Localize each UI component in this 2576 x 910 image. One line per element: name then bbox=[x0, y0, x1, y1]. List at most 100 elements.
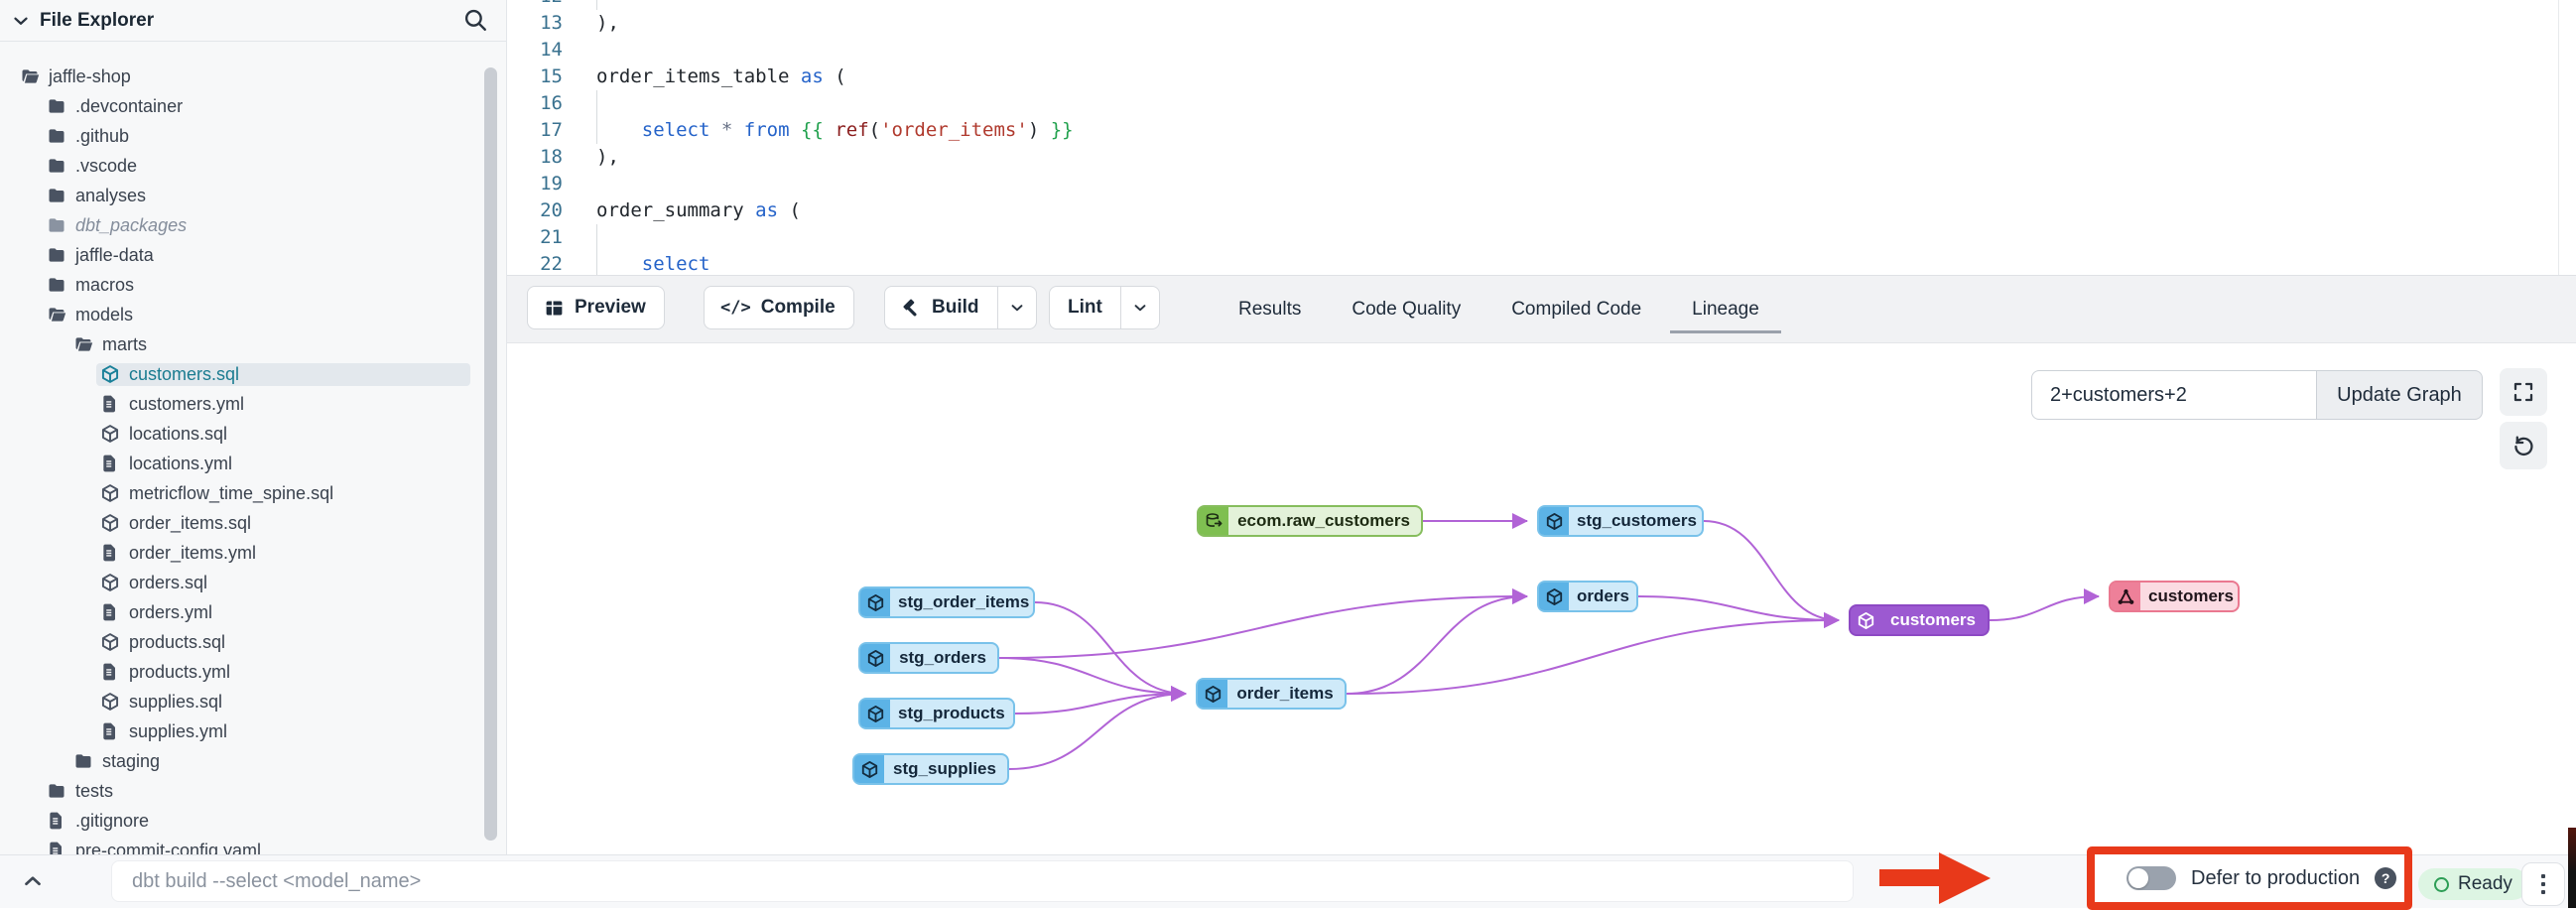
lineage-node-stg_products[interactable]: stg_products bbox=[858, 698, 1015, 729]
code-line-22[interactable]: 22 select bbox=[507, 251, 2576, 275]
reset-icon bbox=[2512, 434, 2535, 457]
command-input[interactable] bbox=[111, 860, 1854, 902]
lineage-node-customers[interactable]: customers bbox=[1849, 604, 1990, 636]
tree-item-pre-commit-config-yaml[interactable]: pre-commit-config.yaml bbox=[0, 836, 506, 854]
search-icon[interactable] bbox=[462, 7, 488, 33]
tree-item-label: .vscode bbox=[75, 155, 138, 176]
lineage-node-orders[interactable]: orders bbox=[1537, 581, 1638, 612]
lint-button[interactable]: Lint bbox=[1049, 286, 1160, 329]
lineage-node-order_items[interactable]: order_items bbox=[1196, 678, 1347, 710]
tree-item-locations-sql[interactable]: locations.sql bbox=[0, 419, 506, 449]
fullscreen-button[interactable] bbox=[2500, 368, 2547, 416]
node-label: stg_supplies bbox=[893, 759, 996, 778]
edge-stg_orders-to-order_items bbox=[998, 657, 1187, 702]
editor-toolbar: Preview </> Compile Build Lint Results Co… bbox=[507, 276, 2576, 343]
status-circle-icon bbox=[2434, 876, 2449, 892]
lineage-selector-input[interactable] bbox=[2031, 370, 2317, 420]
tree-item-staging[interactable]: staging bbox=[0, 746, 506, 776]
build-button[interactable]: Build bbox=[884, 286, 1037, 329]
folder-icon bbox=[47, 96, 66, 116]
indent-guide bbox=[596, 251, 597, 275]
tree-item-tests[interactable]: tests bbox=[0, 776, 506, 806]
overflow-menu-button[interactable] bbox=[2521, 862, 2565, 906]
tree-item-order-items-yml[interactable]: order_items.yml bbox=[0, 538, 506, 568]
tree-item-jaffle-shop[interactable]: jaffle-shop bbox=[0, 62, 506, 91]
file-tree-scrollbar[interactable] bbox=[484, 67, 497, 841]
grid-icon bbox=[544, 298, 565, 319]
code-line-16[interactable]: 16 bbox=[507, 90, 2576, 117]
lineage-node-stg_customers[interactable]: stg_customers bbox=[1537, 505, 1704, 537]
model-cube-icon bbox=[1198, 680, 1227, 708]
line-number: 15 bbox=[540, 65, 563, 87]
tree-item-customers-yml[interactable]: customers.yml bbox=[0, 389, 506, 419]
tab-lineage[interactable]: Lineage bbox=[1670, 298, 1781, 333]
chevron-up-icon[interactable] bbox=[20, 868, 46, 894]
tree-item--github[interactable]: .github bbox=[0, 121, 506, 151]
code-line-19[interactable]: 19 bbox=[507, 171, 2576, 197]
code-line-13[interactable]: 13), bbox=[507, 10, 2576, 37]
tree-item--devcontainer[interactable]: .devcontainer bbox=[0, 91, 506, 121]
update-graph-button[interactable]: Update Graph bbox=[2316, 370, 2483, 420]
tree-item-supplies-sql[interactable]: supplies.sql bbox=[0, 687, 506, 716]
code-line-12[interactable]: 12 bbox=[507, 0, 2576, 10]
tab-compiled-code[interactable]: Compiled Code bbox=[1511, 298, 1642, 320]
line-content: select * from {{ ref('order_items') }} bbox=[641, 119, 1074, 141]
code-line-18[interactable]: 18), bbox=[507, 144, 2576, 171]
lineage-node-stg_order_items[interactable]: stg_order_items bbox=[858, 586, 1035, 618]
tree-item-dbt-packages[interactable]: dbt_packages bbox=[0, 210, 506, 240]
line-number: 19 bbox=[540, 173, 563, 195]
edge-stg_customers-to-customers bbox=[1703, 520, 1840, 628]
line-number: 13 bbox=[540, 12, 563, 34]
line-number: 18 bbox=[540, 146, 563, 168]
ready-status-badge: Ready bbox=[2418, 868, 2528, 900]
code-line-14[interactable]: 14 bbox=[507, 37, 2576, 64]
tree-item-orders-sql[interactable]: orders.sql bbox=[0, 568, 506, 597]
preview-button[interactable]: Preview bbox=[527, 286, 665, 329]
tree-item-metricflow-time-spine-sql[interactable]: metricflow_time_spine.sql bbox=[0, 478, 506, 508]
tree-item-customers-sql[interactable]: customers.sql bbox=[0, 359, 506, 389]
file-explorer-panel: File Explorer jaffle-shop.devcontainer.g… bbox=[0, 0, 507, 854]
edge-order_items-to-orders bbox=[1346, 588, 1528, 695]
tree-item-macros[interactable]: macros bbox=[0, 270, 506, 300]
lineage-node-stg_supplies[interactable]: stg_supplies bbox=[852, 753, 1009, 785]
lineage-node-stg_orders[interactable]: stg_orders bbox=[858, 642, 999, 674]
edge-stg_orders-to-orders bbox=[998, 588, 1528, 659]
tree-item-orders-yml[interactable]: orders.yml bbox=[0, 597, 506, 627]
help-icon[interactable]: ? bbox=[2375, 867, 2397, 889]
build-dropdown-button[interactable] bbox=[996, 287, 1036, 328]
tree-item-products-sql[interactable]: products.sql bbox=[0, 627, 506, 657]
folder-icon bbox=[47, 215, 66, 235]
tree-item-products-yml[interactable]: products.yml bbox=[0, 657, 506, 687]
tree-item-analyses[interactable]: analyses bbox=[0, 181, 506, 210]
lint-dropdown-button[interactable] bbox=[1119, 287, 1159, 328]
tree-item--gitignore[interactable]: .gitignore bbox=[0, 806, 506, 836]
tab-results[interactable]: Results bbox=[1238, 298, 1302, 320]
annotation-arrow bbox=[1879, 869, 1941, 886]
node-label: stg_customers bbox=[1577, 511, 1697, 530]
compile-button[interactable]: </> Compile bbox=[704, 286, 854, 329]
reset-view-button[interactable] bbox=[2500, 422, 2547, 469]
tree-item-marts[interactable]: marts bbox=[0, 329, 506, 359]
lineage-node-customers_exposure[interactable]: customers bbox=[2109, 581, 2240, 612]
chevron-down-icon[interactable] bbox=[10, 10, 32, 32]
model-cube-icon bbox=[100, 424, 120, 444]
tree-item-order-items-sql[interactable]: order_items.sql bbox=[0, 508, 506, 538]
code-line-17[interactable]: 17 select * from {{ ref('order_items') }… bbox=[507, 117, 2576, 144]
tree-item-supplies-yml[interactable]: supplies.yml bbox=[0, 716, 506, 746]
code-line-21[interactable]: 21 bbox=[507, 224, 2576, 251]
tree-item-locations-yml[interactable]: locations.yml bbox=[0, 449, 506, 478]
file-explorer-title: File Explorer bbox=[40, 9, 155, 31]
defer-to-production-toggle[interactable] bbox=[2126, 866, 2176, 890]
tree-item-models[interactable]: models bbox=[0, 300, 506, 329]
tree-item-label: analyses bbox=[75, 185, 147, 205]
ready-label: Ready bbox=[2458, 873, 2512, 894]
lineage-node-ecom_raw_customers[interactable]: ecom.raw_customers bbox=[1197, 505, 1423, 537]
tree-item--vscode[interactable]: .vscode bbox=[0, 151, 506, 181]
tree-item-jaffle-data[interactable]: jaffle-data bbox=[0, 240, 506, 270]
tab-code-quality[interactable]: Code Quality bbox=[1352, 298, 1462, 320]
preview-button-label: Preview bbox=[575, 297, 646, 318]
edge-stg_products-to-order_items bbox=[1014, 686, 1187, 715]
